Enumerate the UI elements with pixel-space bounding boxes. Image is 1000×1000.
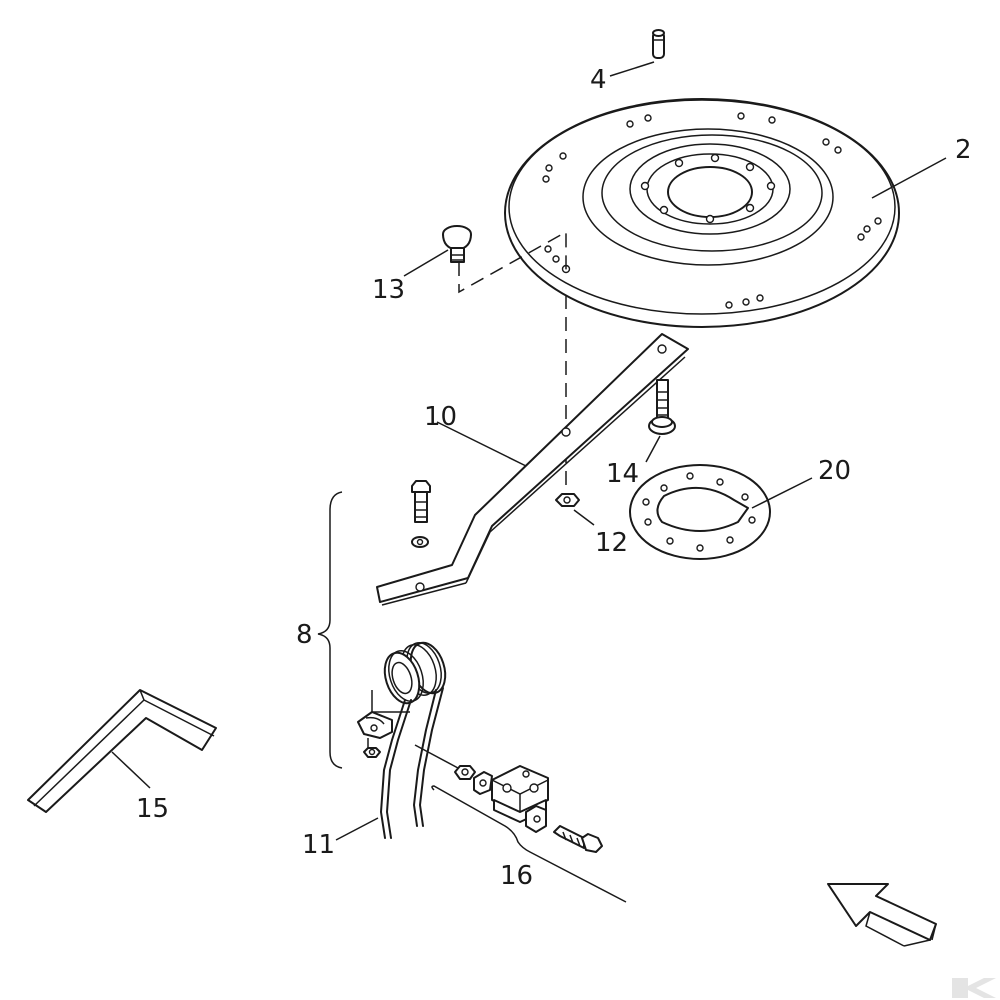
pin-part [609, 29, 665, 77]
disc-part [504, 98, 947, 328]
carriage-bolt-part [403, 225, 567, 294]
clamp-set-part [431, 765, 627, 903]
small-clamp-part [357, 711, 393, 758]
tine-arm-part [376, 333, 689, 606]
strip-part [27, 689, 217, 813]
label-part-11: 11 [302, 830, 335, 860]
label-part-13: 13 [372, 275, 405, 305]
brand-logo [952, 978, 996, 998]
arrow-up-left-icon [827, 883, 937, 947]
label-part-10: 10 [424, 402, 457, 432]
label-part-8: 8 [296, 620, 313, 650]
label-part-16: 16 [500, 861, 533, 891]
spring-tine-part [335, 641, 459, 841]
label-part-12: 12 [595, 528, 628, 558]
label-part-2: 2 [955, 135, 972, 165]
shim-plate-part [629, 464, 813, 560]
label-part-4: 4 [590, 65, 607, 95]
nut-part [555, 493, 595, 526]
label-part-20: 20 [818, 456, 851, 486]
label-part-15: 15 [136, 794, 169, 824]
label-part-14: 14 [606, 459, 639, 489]
assembly-brace [317, 491, 343, 769]
bolt-part [645, 379, 676, 463]
arm-bolt-part [411, 480, 431, 548]
